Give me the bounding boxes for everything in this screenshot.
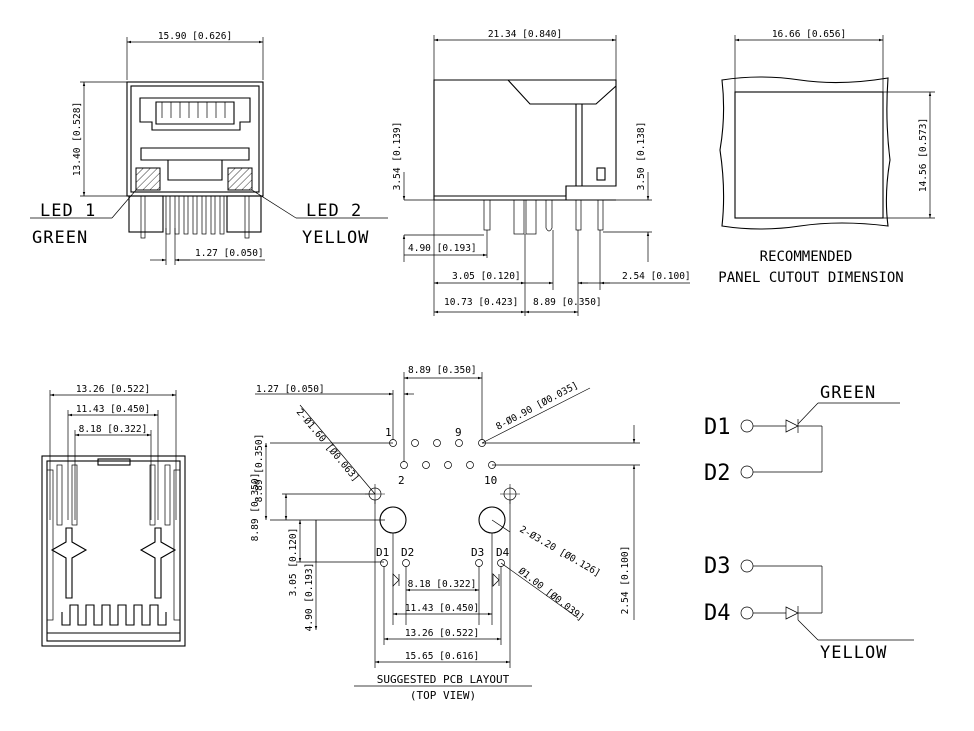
front-width-dim: 15.90 [0.626]	[158, 31, 232, 42]
led1-label: LED 1	[40, 201, 96, 221]
pcb-dim-hole-100: Ø1.00 [Ø0.039]	[516, 566, 586, 624]
side-dim-305: 3.05 [0.120]	[452, 271, 521, 282]
cutout-caption-2: PANEL CUTOUT DIMENSION	[718, 270, 903, 286]
pcb-dim-1565: 15.65 [0.616]	[405, 651, 479, 662]
pcb-subtitle: (TOP VIEW)	[410, 689, 476, 702]
sch-yellow-label: YELLOW	[820, 643, 887, 663]
side-dim-889: 8.89 [0.350]	[533, 297, 602, 308]
pcb-pin10-label: 10	[484, 474, 497, 487]
side-dim-254: 2.54 [0.100]	[622, 271, 691, 282]
led1-color: GREEN	[32, 228, 88, 248]
pcb-d1-label: D1	[376, 546, 389, 559]
bottom-pins	[56, 464, 171, 526]
pcb-led-pins	[380, 559, 505, 587]
pcb-dim-889-top: 8.89 [0.350]	[408, 365, 477, 376]
pcb-dim-490-v: 4.90 [0.193]	[304, 563, 315, 632]
front-height-dim: 13.40 [0.528]	[72, 102, 83, 176]
side-pins	[483, 199, 604, 235]
pcb-dim-1143: 11.43 [0.450]	[405, 603, 479, 614]
pcb-d2-label: D2	[401, 546, 414, 559]
led-schematic: GREEN D1 D2 D3 D4 YELLOW	[704, 383, 914, 663]
sch-d4-label: D4	[704, 601, 731, 626]
front-view: 15.90 [0.626] 13.40 [0.528]	[30, 31, 388, 265]
sch-d1-label: D1	[704, 415, 731, 440]
pcb-mount-holes	[365, 484, 520, 534]
pcb-d4-label: D4	[496, 546, 510, 559]
panel-cutout: 16.66 [0.656] 14.56 [0.573] RECOMMENDED …	[718, 29, 935, 286]
cutout-caption-1: RECOMMENDED	[760, 249, 853, 265]
pcb-pin1-label: 1	[385, 426, 392, 439]
front-pitch-dim: 1.27 [0.050]	[195, 248, 264, 259]
bottom-dim-818: 8.18 [0.322]	[79, 424, 148, 435]
side-view: 21.34 [0.840] 3.54 [0.139] 3.50 [0.138]	[392, 29, 691, 316]
bottom-dim-1143: 11.43 [0.450]	[76, 404, 150, 415]
side-length-dim: 21.34 [0.840]	[488, 29, 562, 40]
pcb-dim-889-v2: 8.89 [0.350]	[250, 473, 261, 542]
pcb-title: SUGGESTED PCB LAYOUT	[377, 673, 510, 686]
sch-d3-label: D3	[704, 554, 731, 579]
bottom-view: 13.26 [0.522] 11.43 [0.450] 8.18 [0.322]	[41, 384, 186, 647]
pcb-dim-818: 8.18 [0.322]	[408, 579, 477, 590]
led2-label: LED 2	[306, 201, 362, 221]
front-pins	[140, 195, 250, 239]
pcb-dim-127: 1.27 [0.050]	[256, 384, 325, 395]
pcb-dim-hole-160: 2-Ø1.60 [Ø0.063]	[294, 407, 361, 484]
pcb-dim-1326: 13.26 [0.522]	[405, 628, 479, 639]
pcb-pin-holes	[389, 439, 496, 469]
sch-d2-label: D2	[704, 461, 731, 486]
pcb-pin2-label: 2	[398, 474, 405, 487]
pcb-pin9-label: 9	[455, 426, 462, 439]
side-left-height-dim: 3.54 [0.139]	[392, 122, 403, 191]
pcb-dim-254-v: 2.54 [0.100]	[620, 546, 631, 615]
side-right-height-dim: 3.50 [0.138]	[636, 122, 647, 191]
contact-fingers	[161, 102, 226, 118]
side-dim-490: 4.90 [0.193]	[408, 243, 477, 254]
led2-color: YELLOW	[302, 228, 369, 248]
led2-window	[227, 167, 253, 191]
side-dim-1073: 10.73 [0.423]	[444, 297, 518, 308]
pcb-d3-label: D3	[471, 546, 484, 559]
bottom-dim-1326: 13.26 [0.522]	[76, 384, 150, 395]
cutout-width-dim: 16.66 [0.656]	[772, 29, 846, 40]
sch-green-label: GREEN	[820, 383, 876, 403]
pcb-dim-305-v: 3.05 [0.120]	[288, 528, 299, 597]
pcb-dim-hole-090: 8-Ø0.90 [Ø0.035]	[494, 380, 580, 433]
cutout-height-dim: 14.56 [0.573]	[918, 118, 929, 192]
led1-window	[135, 167, 161, 191]
pcb-dim-889-v: 8.89 [0.350]	[254, 434, 265, 503]
pcb-layout: 1.27 [0.050] 8.89 [0.350] 1 2 9 10 8-Ø0.…	[250, 365, 640, 702]
